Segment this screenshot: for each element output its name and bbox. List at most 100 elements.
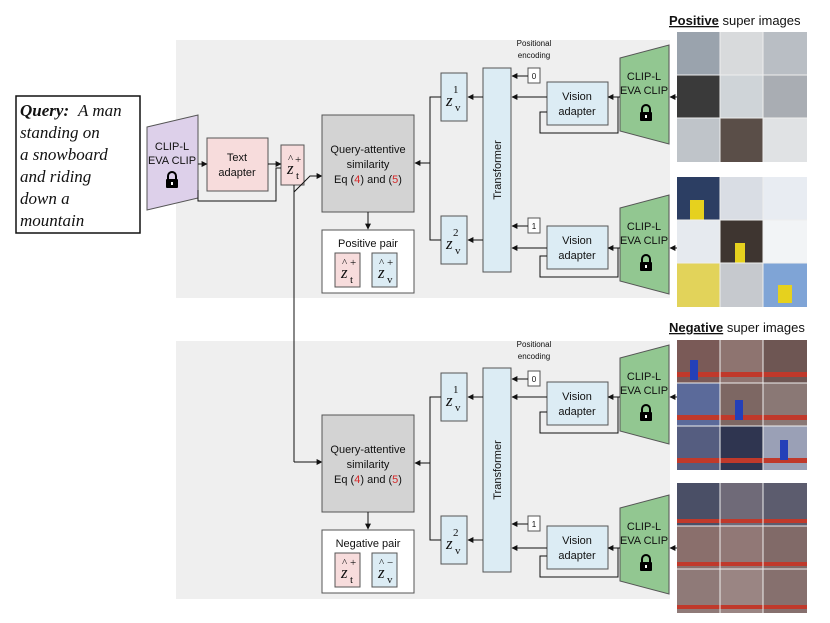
pos-positional-encoding-line1: Positional [517, 39, 552, 48]
arrow-text-to-pos-similarity [293, 173, 323, 193]
neg-pair-text-embedding [334, 552, 361, 588]
query-box [15, 95, 141, 234]
svg-text:z: z [340, 263, 348, 282]
neg-vision-encoder-2 [619, 494, 670, 595]
svg-text:2: 2 [453, 227, 459, 239]
query-line-1: A man [77, 101, 122, 120]
negative-header: Negative super images [669, 320, 805, 335]
svg-text:EVA CLIP: EVA CLIP [620, 535, 668, 547]
text-encoder-line2: EVA CLIP [148, 155, 196, 167]
svg-text:0: 0 [532, 72, 537, 81]
svg-text:Vision: Vision [562, 391, 592, 403]
pos-transformer [482, 67, 512, 273]
svg-text:t: t [296, 170, 299, 182]
svg-text:^: ^ [342, 557, 348, 569]
negative-super-image-1 [677, 340, 807, 470]
text-skip-connection [197, 167, 281, 202]
neg-vision-encoder-1 [619, 344, 670, 445]
neg-pair-video-embedding [371, 552, 398, 588]
query-line-4: and riding [20, 167, 91, 186]
pos-vision-embedding-1 [440, 72, 468, 122]
svg-text:v: v [455, 545, 461, 557]
query-line-2: standing on [20, 123, 100, 142]
svg-text:Vision: Vision [562, 235, 592, 247]
neg-vision-embedding-1 [440, 372, 468, 422]
svg-text:1: 1 [532, 520, 537, 529]
svg-text:^: ^ [379, 557, 385, 569]
svg-text:z: z [445, 391, 453, 410]
positive-pair-label: Positive pair [338, 238, 398, 250]
pos-positional-encoding-line2: encoding [518, 51, 550, 60]
pos-vision-embedding-2 [440, 215, 468, 265]
svg-text:EVA CLIP: EVA CLIP [620, 385, 668, 397]
svg-text:CLIP-L: CLIP-L [627, 221, 661, 233]
pos-pair-video-embedding [371, 252, 398, 288]
svg-text:z: z [286, 159, 294, 178]
query-label: Query: [20, 101, 69, 120]
pos-similarity-box [321, 114, 415, 213]
svg-text:similarity: similarity [347, 459, 390, 471]
pos-vision-adapter-2 [546, 225, 609, 270]
neg-embeddings-join [429, 396, 441, 541]
pos-vision-encoder-1 [619, 44, 670, 145]
svg-text:+: + [295, 154, 301, 166]
svg-text:v: v [455, 245, 461, 257]
svg-text:t: t [350, 574, 353, 586]
query-line-6: mountain [20, 211, 84, 230]
svg-text:v: v [455, 402, 461, 414]
negative-pair-label: Negative pair [336, 538, 401, 550]
neg-skip-1 [539, 397, 619, 434]
svg-text:z: z [377, 563, 385, 582]
text-adapter-line2: adapter [218, 167, 256, 179]
svg-text:z: z [377, 263, 385, 282]
svg-text:Query-attentive: Query-attentive [330, 444, 405, 456]
svg-text:adapter: adapter [558, 250, 596, 262]
svg-text:z: z [445, 91, 453, 110]
neg-similarity-eq: Eq (4) and (5) [334, 474, 402, 486]
svg-text:1: 1 [453, 84, 459, 96]
svg-text:t: t [350, 274, 353, 286]
pos-vision-encoder-2 [619, 194, 670, 295]
pos-pair-text-embedding [334, 252, 361, 288]
text-adapter-line1: Text [227, 152, 247, 164]
neg-transformer-label: Transformer [492, 440, 504, 500]
pos-similarity-eq: Eq (4) and (5) [334, 174, 402, 186]
svg-text:+: + [387, 257, 393, 269]
neg-vision-embedding-2 [440, 515, 468, 565]
svg-text:−: − [387, 557, 393, 569]
pos-transformer-label: Transformer [492, 140, 504, 200]
pos-vision-adapter-1 [546, 81, 609, 126]
svg-text:z: z [445, 234, 453, 253]
pos-skip-1 [539, 97, 619, 134]
text-encoder-line1: CLIP-L [155, 141, 189, 153]
svg-text:adapter: adapter [558, 106, 596, 118]
positive-header: Positive super images [669, 13, 801, 28]
query-line-3: a snowboard [20, 145, 108, 164]
neg-similarity-box [321, 414, 415, 513]
svg-text:v: v [455, 102, 461, 114]
neg-vision-adapter-2 [546, 525, 609, 570]
pos-skip-2 [539, 248, 619, 278]
pos-embeddings-join [429, 96, 441, 241]
text-embedding: z ^ + t [286, 153, 301, 182]
negative-super-image-2 [677, 483, 807, 613]
svg-text:^: ^ [288, 153, 294, 165]
positive-super-image-1 [677, 32, 807, 162]
svg-text:1: 1 [532, 222, 537, 231]
svg-text:Vision: Vision [562, 535, 592, 547]
svg-text:0: 0 [532, 375, 537, 384]
svg-text:2: 2 [453, 527, 459, 539]
positive-super-image-2 [677, 177, 807, 307]
svg-text:+: + [350, 257, 356, 269]
svg-text:+: + [350, 557, 356, 569]
svg-text:Positional: Positional [517, 340, 552, 349]
text-adapter [206, 137, 269, 192]
svg-text:1: 1 [453, 384, 459, 396]
svg-text:EVA CLIP: EVA CLIP [620, 85, 668, 97]
query-line-5: down a [20, 189, 70, 208]
svg-text:^: ^ [342, 257, 348, 269]
svg-text:^: ^ [379, 257, 385, 269]
svg-text:CLIP-L: CLIP-L [627, 71, 661, 83]
svg-text:z: z [445, 534, 453, 553]
